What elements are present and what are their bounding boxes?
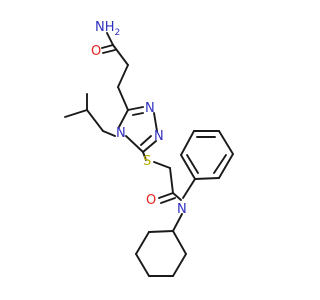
amide-nh-text: NH <box>95 20 115 35</box>
triazole-n1-label: N <box>145 101 155 116</box>
bond-cy-2-3 <box>135 231 150 255</box>
bond-amide-c-o <box>101 44 114 49</box>
bond-n2-c3 <box>142 140 157 153</box>
bond-c5-n4 <box>118 109 129 128</box>
bond-cy-6-1 <box>172 230 187 255</box>
bond-ph-6-1-inner <box>186 154 199 174</box>
acetamide-nitrogen-label: N <box>177 202 187 217</box>
molecule-svg: NH2 O N N N S O N <box>64 20 234 277</box>
bonds-layer <box>64 32 234 277</box>
bond-n4-ch2 <box>102 130 116 137</box>
bond-ch2-ch <box>86 109 104 132</box>
bond-ph-1-2 <box>194 177 220 180</box>
triazole-n4-label: N <box>116 126 126 141</box>
bond-c3-n4 <box>125 135 144 153</box>
atom-labels-layer: NH2 O N N N S O N <box>91 20 187 217</box>
bond-n1-n2 <box>153 112 158 132</box>
bond-ph-6-1 <box>180 154 196 180</box>
bond-ch-ch3-b <box>64 109 88 118</box>
triazole-n2-label: N <box>154 129 164 144</box>
bond-amide-c-n <box>106 32 114 46</box>
amide-h-count-subscript: 2 <box>115 28 121 38</box>
bond-ch2-carbonyl <box>169 167 174 194</box>
bond-n-phenyl <box>182 178 196 199</box>
bond-cy-1-2 <box>148 230 174 233</box>
bond-ph-5-6 <box>180 130 195 156</box>
bond-cy-5-6 <box>172 253 187 277</box>
bond-n2-c3-double <box>140 135 152 146</box>
bond-c5-n1 <box>127 106 144 111</box>
thioether-sulfur-label: S <box>143 154 151 169</box>
bond-carbonyl-o <box>158 192 174 199</box>
bond-ph-3-4 <box>218 130 234 155</box>
bond-n-cyclohexyl <box>172 213 183 232</box>
bond-ch2-c5 <box>117 86 129 111</box>
amide-oxygen-label: O <box>91 44 101 59</box>
bond-ph-2-3 <box>218 153 234 179</box>
bond-ph-2-3-inner <box>213 154 227 174</box>
bond-cy-3-4 <box>135 253 150 277</box>
bond-carbonyl-n <box>172 192 182 201</box>
bond-c3-s <box>142 151 147 161</box>
bond-ch2-ch2 <box>117 64 129 88</box>
molecule-diagram: NH2 O N N N S O N <box>64 20 234 277</box>
bond-s-ch2 <box>153 161 171 169</box>
amide-nitrogen-label: NH2 <box>95 20 120 38</box>
bond-carbonyl-o-double <box>160 197 176 204</box>
acetamide-oxygen-label: O <box>146 193 156 208</box>
bond-c5-n1-double <box>132 112 144 116</box>
bond-amide-c-o-double <box>102 49 116 54</box>
bond-amide-c-ch2 <box>112 44 129 66</box>
